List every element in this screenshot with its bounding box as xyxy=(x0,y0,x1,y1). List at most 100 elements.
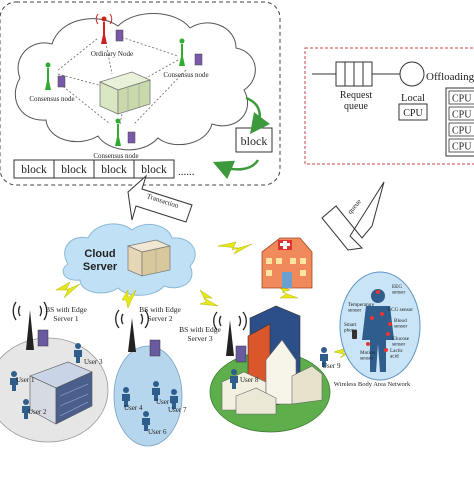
offload-cpu-box xyxy=(448,122,474,137)
consensus-node-right-antenna-icon xyxy=(179,38,203,66)
user-icon xyxy=(74,343,82,363)
user-label: User 6 xyxy=(148,428,167,436)
chain-block xyxy=(133,159,175,179)
chain-block-label: block xyxy=(101,164,127,176)
lightning-icon xyxy=(121,289,137,309)
user-icon xyxy=(122,387,130,407)
local-cpu-label: CPU xyxy=(403,108,423,119)
bs2-tower-icon xyxy=(115,309,149,352)
eeg-sensor-icon xyxy=(376,290,380,294)
new-block-label: block xyxy=(241,134,268,148)
smart-phone-icon xyxy=(352,330,357,339)
bs3-server-icon xyxy=(235,345,247,363)
patient-body-icon xyxy=(362,289,394,372)
lightning-icon xyxy=(55,281,81,299)
office-building-icon xyxy=(29,361,93,425)
user-label: User 1 xyxy=(16,376,35,384)
body-sensors xyxy=(366,290,392,352)
user-label: User 3 xyxy=(84,358,103,366)
chain-block-label: block xyxy=(141,164,167,176)
user-icon xyxy=(10,371,18,391)
consensus-node-left-label: Consensus node xyxy=(29,95,74,103)
local-label: Local xyxy=(401,93,425,104)
queue-arrow: queue xyxy=(321,181,385,251)
chain-ellipsis: ...... xyxy=(178,166,195,178)
ordinary-node-antenna-icon xyxy=(95,13,124,44)
temperature-sensor-icon xyxy=(370,316,374,320)
queue-label: queue xyxy=(346,198,363,216)
offload-cpu-box xyxy=(448,138,474,153)
user-icon xyxy=(142,411,150,431)
request-queue-icon xyxy=(335,61,373,87)
consensus-node-left-antenna-icon xyxy=(45,62,66,90)
append-arrow xyxy=(212,159,260,180)
consensus-server xyxy=(98,71,152,115)
offloading-cpus: CPU CPU CPU CPU xyxy=(448,90,474,153)
user-icon xyxy=(230,369,238,389)
consensus-node-bottom-label: Consensus node xyxy=(93,152,138,160)
offloading-label: Offloading xyxy=(426,71,474,83)
offload-cpu-label: CPU xyxy=(452,94,472,105)
consensus-node-right-label: Consensus node xyxy=(163,71,208,79)
cloud-server-icon xyxy=(126,239,172,277)
user-icon xyxy=(152,381,160,401)
lightning-icon xyxy=(199,289,219,307)
hospital-icon xyxy=(261,237,313,289)
blockchain-ledger: block block block block xyxy=(13,159,175,179)
motion-sensor-icon xyxy=(366,342,370,346)
blockchain-panel: Ordinary Node Consensus node Consensus n… xyxy=(0,1,281,186)
chain-block-label: block xyxy=(61,164,87,176)
user-icon xyxy=(170,389,178,409)
bs1-server-icon xyxy=(37,329,49,347)
offload-cpu-label: CPU xyxy=(452,142,472,153)
bs3-tower-icon xyxy=(213,311,247,356)
wban-ecg-label: ECG sensor xyxy=(388,307,413,313)
user-icon xyxy=(22,399,30,419)
offload-cpu-box xyxy=(448,106,474,121)
offload-cpu-box xyxy=(448,90,474,105)
bs1-tower-icon xyxy=(12,301,48,350)
user-icon xyxy=(320,347,328,367)
ecg-sensor-icon xyxy=(380,312,384,316)
blood-sensor-icon xyxy=(388,322,392,326)
user-label: User 5 xyxy=(156,398,175,406)
lightning-icon xyxy=(217,241,253,255)
scheduler-circle xyxy=(399,61,425,87)
town-buildings-icon xyxy=(221,305,323,415)
user-label: User 8 xyxy=(240,376,259,384)
bs2-server-icon xyxy=(149,339,161,357)
wireless-links xyxy=(55,241,355,359)
chain-block-label: block xyxy=(21,164,47,176)
user-label: User 9 xyxy=(322,362,341,370)
ordinary-node-label: Ordinary Node xyxy=(91,50,133,58)
users: User 1 User 2 User 3 User 4 User 5 User 6 User… xyxy=(10,343,341,436)
user-label: User 2 xyxy=(28,408,47,416)
glucose-sensor-icon xyxy=(386,332,390,336)
mine-arrow xyxy=(245,96,270,135)
local-cpu-box xyxy=(398,103,428,121)
offload-cpu-label: CPU xyxy=(452,126,472,137)
offload-cpu-label: CPU xyxy=(452,110,472,121)
coverage-area-2 xyxy=(113,345,183,447)
user-label: User 7 xyxy=(168,406,187,414)
user-label: User 4 xyxy=(124,404,143,412)
